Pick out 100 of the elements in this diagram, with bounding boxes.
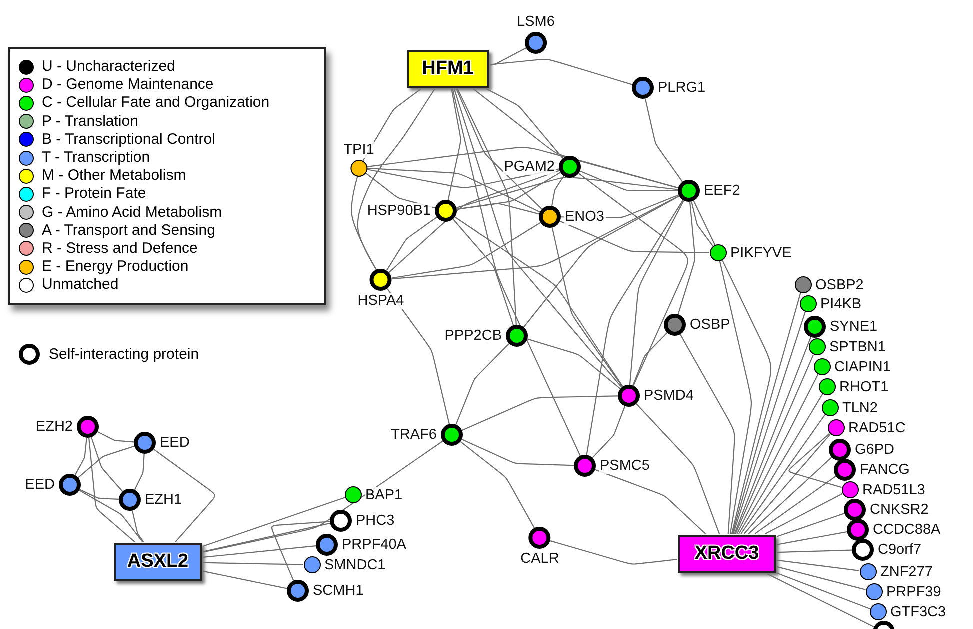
interaction-line: [552, 228, 624, 388]
interaction-line: [776, 572, 870, 610]
interaction-line: [367, 147, 679, 189]
interaction-line: [202, 562, 304, 566]
interaction-line: [154, 449, 216, 542]
interaction-line: [456, 343, 510, 425]
interaction-line: [738, 394, 824, 534]
legend-text: M - Other Metabolism: [42, 168, 186, 184]
interaction-line: [765, 493, 843, 534]
legend-text: G - Amino Acid Metabolism: [42, 204, 222, 221]
interaction-line: [776, 550, 852, 554]
interaction-line: [551, 176, 564, 206]
protein-label: SPTBN1: [828, 339, 887, 355]
interaction-line: [527, 338, 621, 390]
protein-label: RHOT1: [838, 379, 890, 395]
interaction-line: [90, 437, 124, 492]
interaction-line: [388, 170, 560, 274]
interaction-line: [678, 202, 696, 315]
interaction-line: [486, 88, 564, 159]
interaction-line: [490, 58, 633, 86]
interaction-line: [740, 414, 826, 534]
legend-text: A - Transport and Sensing: [42, 222, 216, 239]
legend-text: F - Protein Fate: [42, 186, 146, 202]
legend-text: E - Energy Production: [42, 259, 189, 276]
interaction-line: [392, 196, 680, 280]
protein-label: RAD51C: [848, 420, 907, 436]
interaction-line: [744, 434, 831, 534]
interaction-line: [80, 489, 120, 500]
protein-label: RAD51L3: [862, 482, 926, 498]
interaction-line: [367, 168, 540, 213]
interaction-line: [386, 216, 438, 271]
interaction-line: [202, 522, 330, 552]
interaction-line: [776, 531, 848, 546]
interaction-line: [462, 396, 618, 432]
interaction-line: [134, 454, 145, 490]
interaction-line: [560, 220, 710, 254]
protein-label: PSMC5: [599, 458, 651, 474]
protein-label: TPI1: [342, 142, 376, 158]
interaction-line: [351, 176, 377, 270]
protein-label: CIAPIN1: [834, 359, 892, 375]
protein-box: HFM1: [407, 50, 489, 88]
interaction-line: [691, 202, 714, 246]
interaction-line: [776, 566, 866, 590]
legend-text: R - Stress and Defence: [42, 240, 198, 257]
interaction-line: [454, 88, 622, 388]
legend-text: B - Transcriptional Control: [42, 132, 216, 148]
interaction-line: [132, 510, 144, 542]
interaction-line: [456, 172, 561, 210]
interaction-line: [680, 334, 736, 534]
interaction-line: [644, 98, 684, 182]
protein-label: SMNDC1: [324, 557, 387, 573]
protein-label: HSPA4: [356, 293, 406, 309]
interaction-line: [392, 222, 541, 279]
interaction-line: [595, 469, 706, 534]
protein-label: GTF3C3: [890, 604, 948, 620]
interaction-line: [523, 196, 680, 328]
interaction-line: [788, 433, 842, 488]
interaction-line: [78, 446, 135, 478]
legend-text: U - Uncharacterized: [42, 59, 176, 76]
interaction-line: [202, 570, 288, 590]
interaction-line: [629, 200, 684, 386]
interaction-line: [586, 200, 684, 456]
interaction-line: [754, 476, 836, 534]
interaction-line: [748, 457, 832, 534]
interaction-line: [550, 540, 678, 565]
interaction-line: [456, 176, 678, 208]
protein-box: XRCC3: [678, 535, 776, 573]
interaction-line: [448, 88, 462, 200]
interaction-line: [462, 439, 574, 466]
interaction-line: [776, 513, 845, 538]
interaction-line: [456, 203, 540, 215]
interaction-line: [460, 441, 536, 529]
interaction-line: [776, 560, 860, 572]
interaction-line: [202, 497, 346, 548]
protein-label: PGAM2: [503, 159, 556, 175]
interaction-line: [719, 261, 752, 534]
interaction-line: [693, 200, 772, 534]
interaction-line: [202, 440, 444, 553]
interaction-line: [592, 406, 626, 458]
interaction-line: [367, 168, 560, 188]
protein-label: PRPF39: [886, 584, 942, 600]
legend-text: D - Genome Maintenance: [42, 77, 214, 94]
interaction-line: [767, 574, 874, 628]
legend-text: C - Cellular Fate and Organization: [42, 95, 270, 112]
interaction-line: [632, 332, 668, 386]
interaction-line: [457, 88, 517, 326]
protein-label: ENO3: [564, 209, 606, 225]
interaction-line: [452, 218, 514, 326]
interaction-line: [636, 404, 720, 534]
legend-text: P - Translation: [42, 114, 138, 130]
legend-text: T - Transcription: [42, 150, 150, 166]
interaction-line: [456, 88, 542, 210]
interaction-line: [271, 521, 330, 582]
interaction-line: [473, 88, 679, 189]
interaction-line: [202, 546, 316, 558]
interaction-line: [79, 490, 144, 542]
legend-text: Unmatched: [42, 277, 119, 294]
interaction-line: [387, 288, 450, 424]
interaction-line: [454, 216, 624, 388]
interaction-line: [98, 432, 134, 443]
